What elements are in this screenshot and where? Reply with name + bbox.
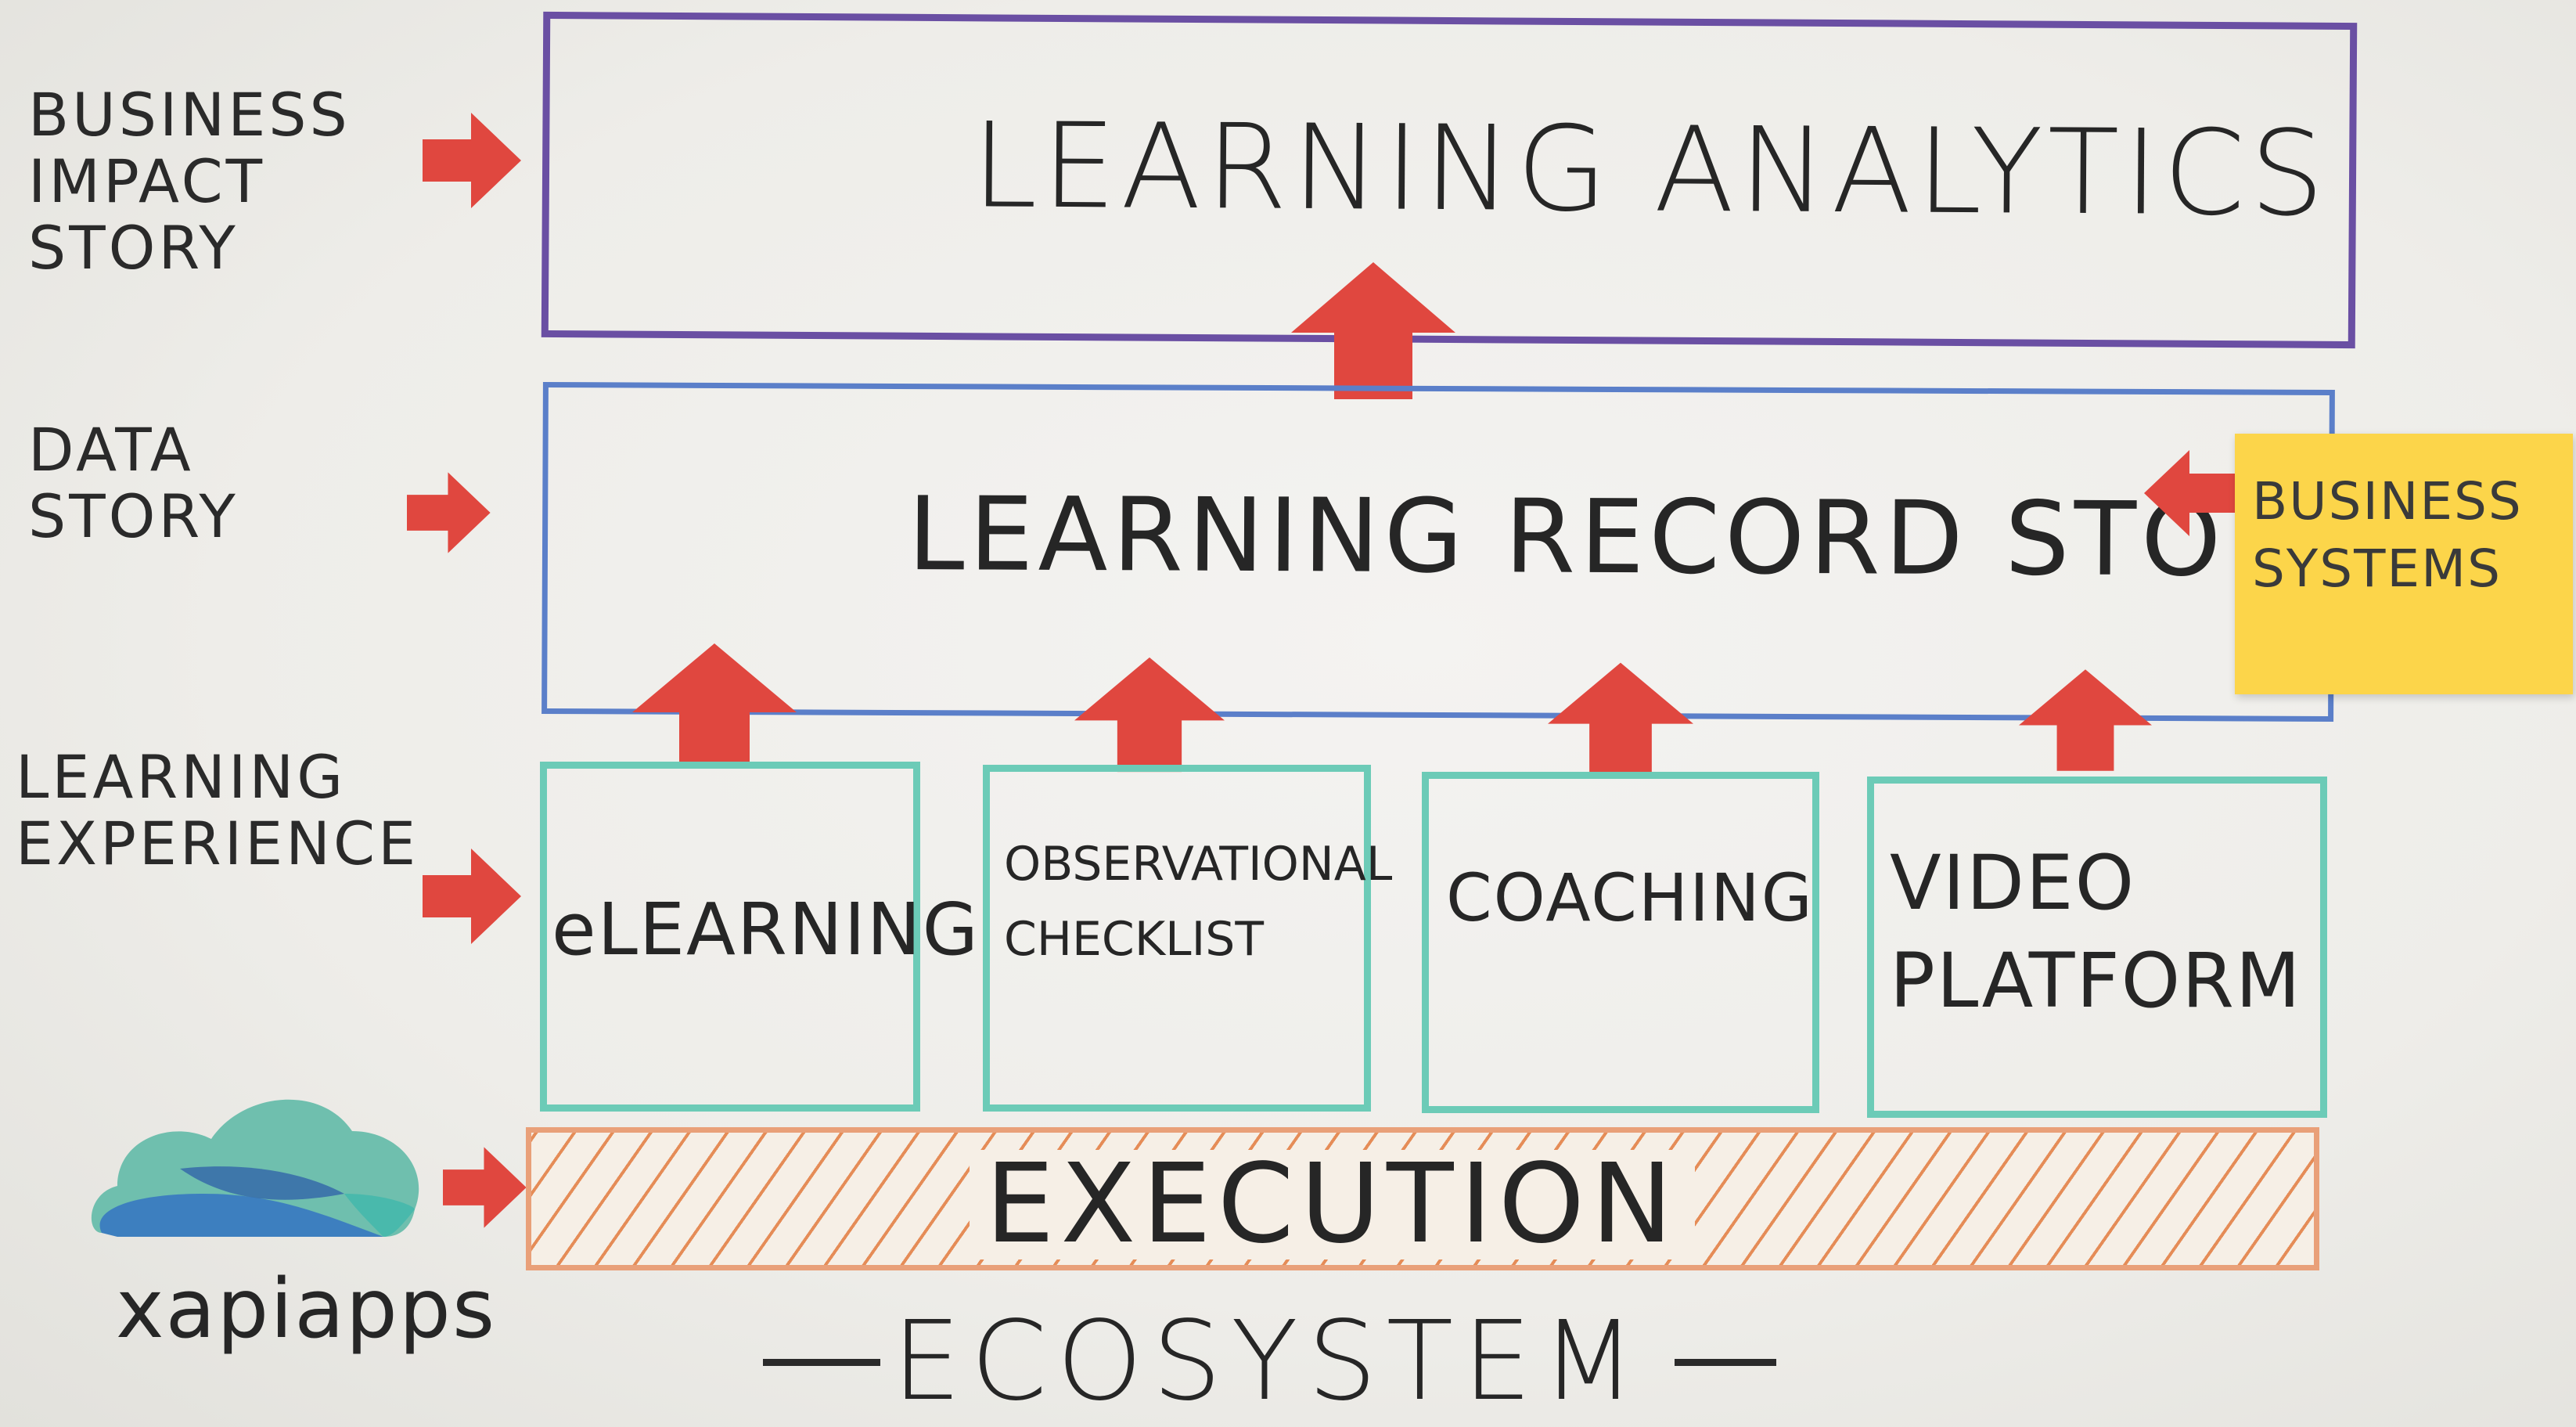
label-data-story: DATA STORY [28,415,239,552]
arrow-right-icon [423,849,521,944]
arrow-up-icon [2019,669,2152,771]
execution-layer: EXECUTION [526,1127,2319,1270]
business-systems-sticky-note: BUSINESS SYSTEMS [2235,434,2573,694]
experience-box-observational-checklist: OBSERVATIONAL CHECKLIST [983,765,1392,1112]
arrow-right-icon [407,472,491,553]
experience-label: VIDEO PLATFORM [1890,839,2302,1025]
xapiapps-logo-text: xapiapps [116,1261,497,1357]
ecosystem-title: ECOSYSTEM [892,1298,1646,1425]
label-business-impact-story: BUSINESS IMPACT STORY [28,80,351,283]
experience-box-elearning: eLEARNING [540,762,978,1112]
experience-label: eLEARNING [552,888,980,971]
arrow-up-icon [1074,657,1225,773]
arrow-up-icon [632,643,797,769]
experience-box-video-platform: VIDEO PLATFORM [1867,777,2327,1118]
footer-dash-left [763,1359,880,1366]
experience-label: OBSERVATIONAL CHECKLIST [1004,837,1393,967]
label-learning-experience: LEARNING EXPERIENCE [16,742,419,879]
experience-label: COACHING [1446,859,1814,936]
arrow-up-icon [1291,262,1455,399]
arrow-up-icon [1548,662,1693,774]
arrow-right-icon [443,1147,527,1228]
footer-dash-right [1675,1359,1776,1366]
business-systems-label: BUSINESS SYSTEMS [2252,471,2523,599]
execution-title: EXECUTION [970,1150,1695,1259]
arrow-left-icon [2144,450,2238,536]
learning-analytics-title: LEARNING ANALYTICS [971,98,2330,243]
xapiapps-cloud-logo [91,1099,419,1237]
arrow-right-icon [423,113,521,208]
experience-box-coaching: COACHING [1422,772,1819,1113]
